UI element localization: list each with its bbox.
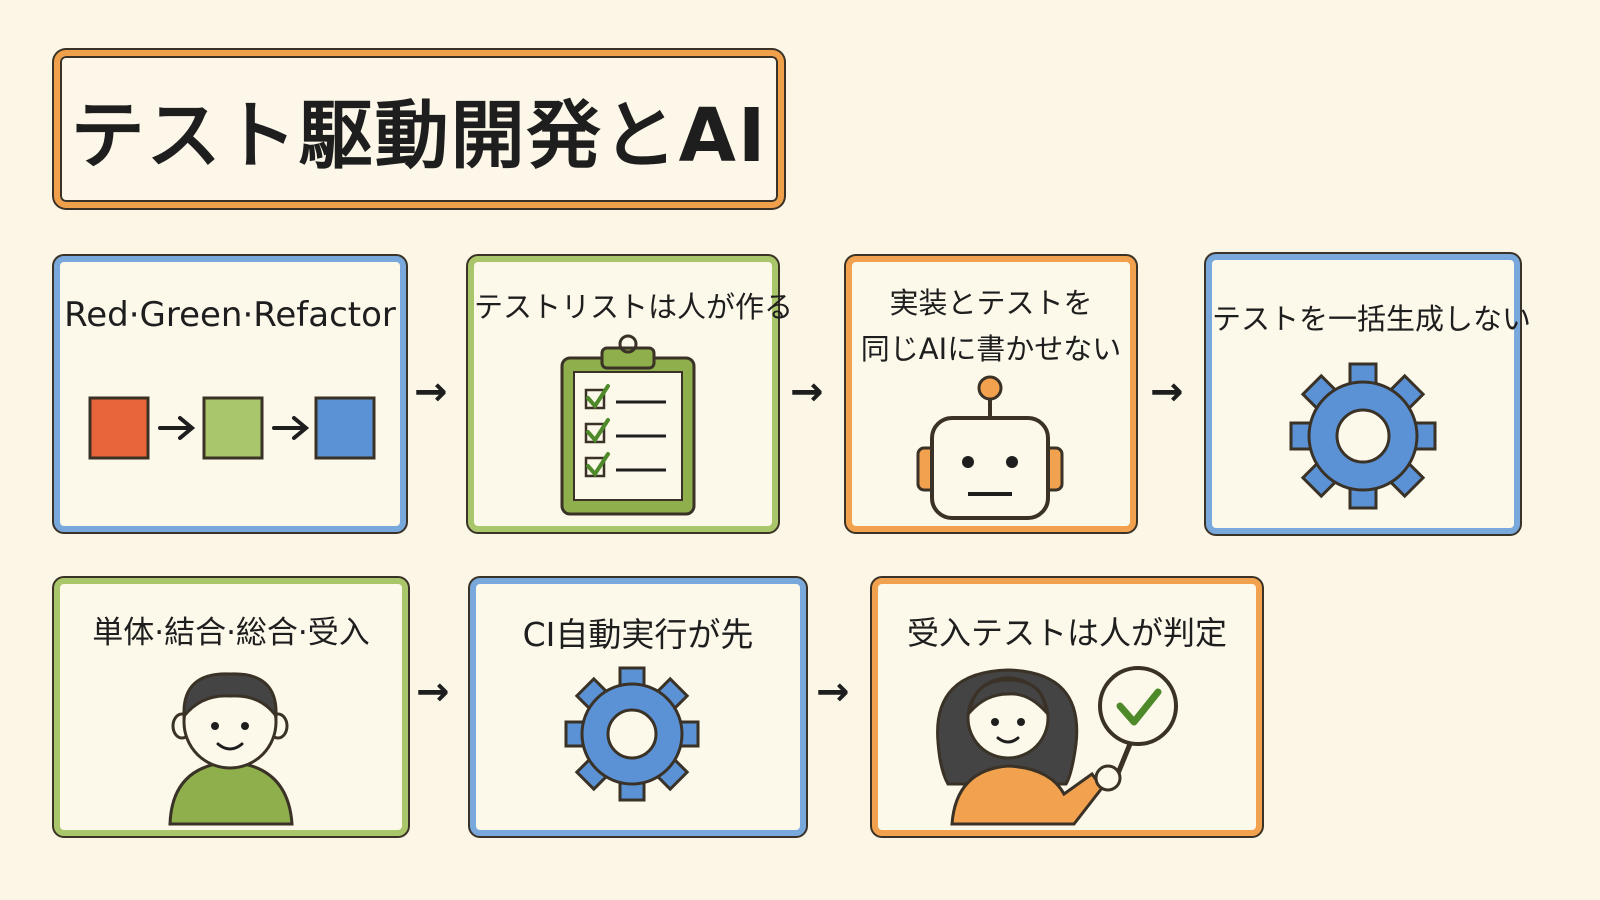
flow-arrow: → (816, 669, 850, 715)
person-with-check-sign-icon (936, 666, 1178, 826)
flow-arrow: → (414, 369, 448, 415)
card-test-list: テストリストは人が作る (468, 256, 794, 532)
red-green-blue-squares-icon (88, 396, 376, 460)
gear-icon (1289, 362, 1437, 510)
person-icon (168, 672, 294, 826)
gear-icon (564, 666, 700, 802)
card-separate-ai: 実装とテストを 同じAIに書かせない (846, 256, 1136, 532)
flow-arrow: → (416, 669, 450, 715)
card-label-line-1: 実装とテストを (889, 286, 1093, 320)
page-title: テスト駆動開発とAI (70, 92, 768, 179)
card-no-batch-generation: テストを一括生成しない (1206, 254, 1532, 534)
card-ci-first: CI自動実行が先 (470, 578, 806, 836)
flow-arrow: → (790, 369, 824, 415)
card-test-levels: 単体·結合·総合·受入 (54, 578, 408, 836)
flow-arrow: → (1150, 369, 1184, 415)
clipboard-checklist-icon (560, 334, 696, 516)
title-box: テスト駆動開発とAI (54, 50, 784, 208)
card-label: Red·Green·Refactor (64, 295, 396, 335)
card-red-green-refactor: Red·Green·Refactor (54, 256, 406, 532)
card-label-line-2: 同じAIに書かせない (860, 332, 1122, 366)
card-label: 受入テストは人が判定 (906, 614, 1227, 652)
card-acceptance-test: 受入テストは人が判定 (872, 578, 1262, 836)
card-label: 単体·結合·総合·受入 (92, 615, 370, 651)
card-label: CI自動実行が先 (522, 615, 754, 654)
card-label: テストリストは人が作る (474, 290, 794, 324)
card-label: テストを一括生成しない (1212, 302, 1532, 336)
robot-icon (916, 375, 1064, 520)
